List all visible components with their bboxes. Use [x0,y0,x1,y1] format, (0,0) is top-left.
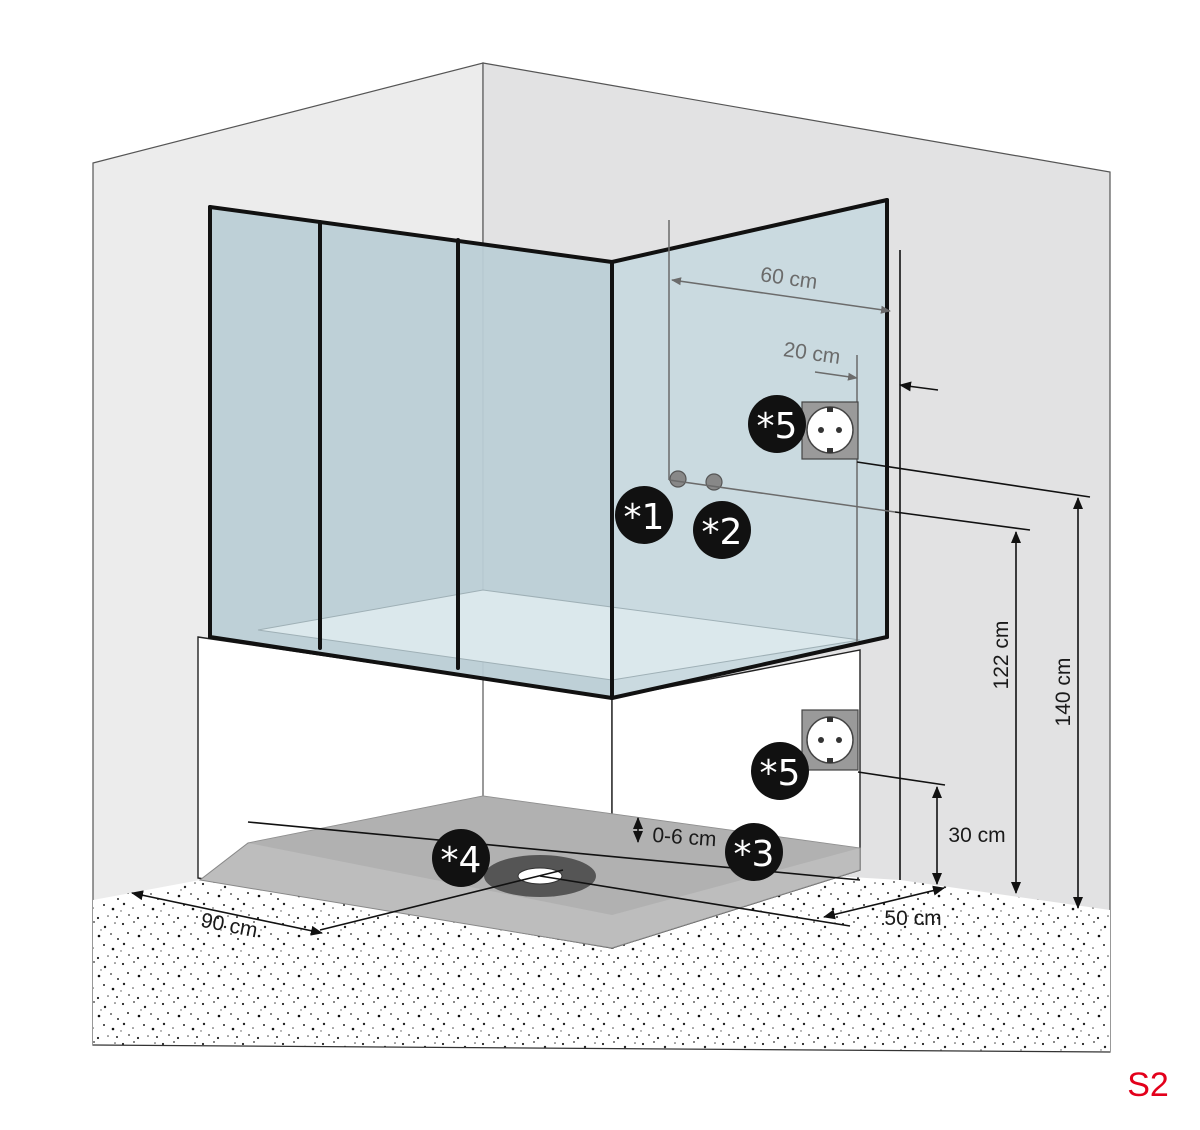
svg-text:*3: *3 [734,834,775,875]
drain-floor-inner [248,796,860,915]
svg-text:*2: *2 [702,512,743,553]
diagram-code-label: S2 [1127,1066,1169,1104]
marker-5-upper: *5 [748,395,806,453]
socket-icon [801,401,859,460]
marker-5-lower: *5 [751,742,809,800]
svg-text:*5: *5 [760,753,801,794]
floor-edge [92,1044,1111,1053]
marker-2: *2 [693,501,751,559]
svg-text:*5: *5 [757,406,798,447]
svg-text:*1: *1 [624,497,665,538]
dimension-drain-height: 0-6 cm [652,824,718,851]
dimension-50cm: 50 cm [884,907,941,930]
svg-text:*4: *4 [441,840,482,881]
shower-tray-top [257,589,861,681]
glass-front-panel [210,207,612,698]
dimension-30cm: 30 cm [948,824,1005,847]
water-pipe-connection-1 [669,470,687,488]
glass-side-panel [612,200,887,698]
glass-frame [208,198,889,700]
marker-4: *4 [432,829,490,887]
dimension-122cm: 122 cm [990,621,1013,690]
dimension-140cm: 140 cm [1052,658,1075,727]
height-dimension-lines [131,250,1091,936]
marker-3: *3 [725,823,783,881]
marker-1: *1 [615,486,673,544]
socket-icon [801,709,859,771]
